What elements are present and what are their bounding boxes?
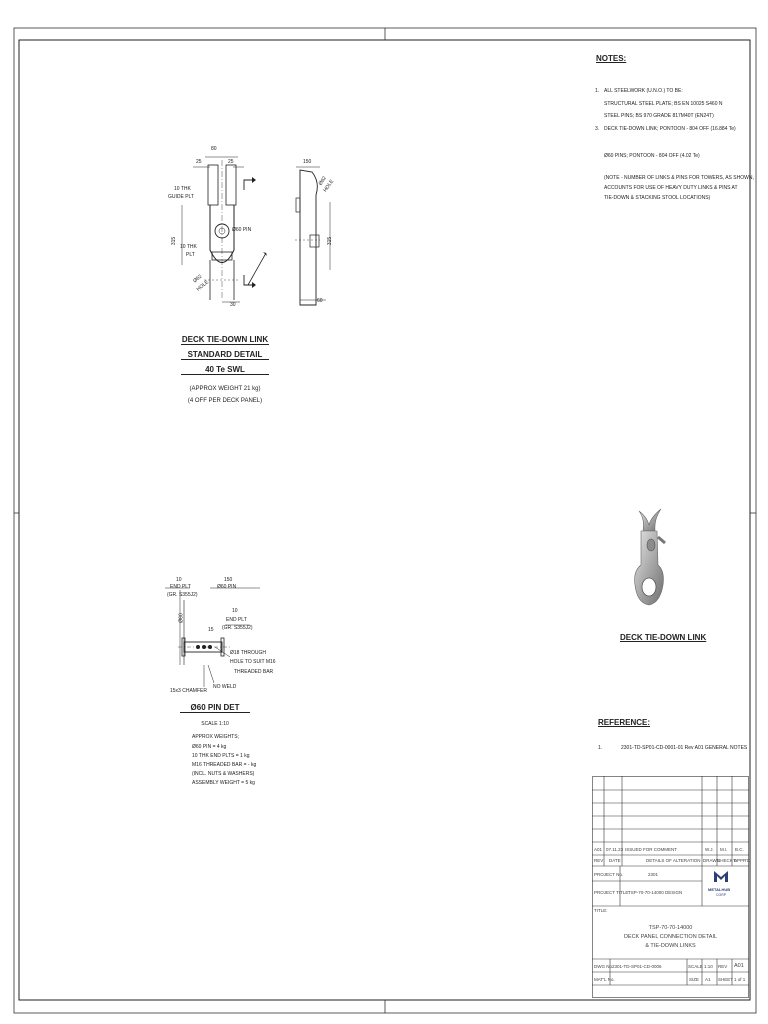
dim-315-right: 315 (327, 236, 334, 246)
size-value: A1 (705, 977, 711, 982)
pin-through-2: HOLE TO SUIT M16 (230, 659, 276, 665)
pin-through-3: THREADED BAR (234, 669, 274, 675)
note-1-line-1: ALL STEELWORK (U.N.O.) TO BE: (604, 88, 683, 94)
header-details: DETAILS OF ALTERATION (646, 858, 701, 863)
note-3-number: 3. (595, 126, 600, 132)
plt-label-2: PLT (186, 252, 195, 258)
pin-through-1: Ø18 THROUGH (230, 650, 267, 656)
note-1-line-3: STEEL PINS; BS 970 GRADE 817M40T (EN24T) (604, 113, 714, 119)
rev-drawn: W.J. (705, 847, 714, 852)
pin-title: Ø60 PIN DET (180, 703, 250, 713)
project-title-label: PROJECT TITLE: (594, 890, 630, 895)
dim-315-left: 315 (171, 236, 178, 246)
scale-label: SCALE (688, 964, 703, 969)
pin-no-weld: NO WELD (213, 684, 237, 690)
isometric-caption: DECK TIE-DOWN LINK (620, 633, 707, 642)
pin-end-plt-a-1: END PLT (170, 584, 191, 590)
dwg-no-label: DWG No. (594, 964, 614, 969)
pin-dim-60: Ø60 (178, 613, 185, 623)
reference-1-number: 1. (598, 745, 603, 751)
link-subtitle-weight: (APPROX WEIGHT 21 kg) (189, 386, 261, 392)
size-label: SIZE (689, 977, 700, 982)
tie-down-link-isometric (634, 508, 666, 606)
title-block-grid (592, 776, 749, 998)
title-label: TITLE: (594, 908, 608, 913)
mat-no-label: MAT'L No. (594, 977, 615, 982)
link-title-2: STANDARD DETAIL (181, 350, 269, 360)
dim-25-left: 25 (196, 159, 202, 165)
pin-dim-10-a: 10 (176, 577, 182, 583)
link-title-3: 40 Te SWL (181, 365, 269, 375)
guide-plt-label-2: GUIDE PLT (168, 194, 195, 200)
dim-30: 30 (230, 302, 236, 308)
pin-pin-label: Ø60 PIN (217, 584, 237, 590)
rev-box: A01 (734, 963, 744, 969)
header-approved: APPR'D (734, 858, 751, 863)
pin-end-plt-b-2: (GR. S355J2) (222, 625, 253, 631)
rev-checked: M.I. (720, 847, 728, 852)
drawing-title-3: & TIE-DOWN LINKS (645, 943, 696, 949)
pin-dim-150: 150 (224, 577, 233, 583)
note-3-line-2: Ø60 PINS; PONTOON - 804 OFF (4.02 Te) (604, 153, 700, 159)
note-1-line-2: STRUCTURAL STEEL PLATE; BS EN 10025 S460… (604, 101, 723, 107)
pin-weight-4: (INCL. NUTS & WASHERS) (192, 771, 255, 777)
pin-dim-15: 15 (208, 627, 214, 633)
note-3-line-4: ACCOUNTS FOR USE OF HEAVY DUTY LINKS & P… (604, 185, 738, 191)
sheet-value: 1 of 1 (734, 977, 746, 982)
logo-sub: CORP (716, 893, 727, 897)
plt-label-1: 10 THK (180, 244, 197, 250)
rev-description: ISSUED FOR COMMENT (625, 847, 678, 852)
drawing-title-1: TSP-70-70-14000 (648, 925, 693, 931)
guide-plt-label-1: 10 THK (174, 186, 191, 192)
pin-weights-heading: APPROX WEIGHTS; (192, 734, 239, 740)
header-date: DATE (609, 858, 621, 863)
pin-end-plt-a-2: (GR. S355J2) (167, 592, 198, 598)
pin-end-plt-b-1: END PLT (226, 617, 247, 623)
link-title-1: DECK TIE-DOWN LINK (181, 335, 269, 345)
tie-down-link-drawing (181, 156, 331, 306)
header-rev: REV (594, 858, 604, 863)
link-subtitle-count: (4 OFF PER DECK PANEL) (187, 398, 263, 404)
dim-150-side: 150 (303, 159, 312, 165)
metalhub-logo (714, 871, 728, 882)
drawing-title-2: DECK PANEL CONNECTION DETAIL (623, 934, 718, 940)
header-drawn: DRAWN (703, 858, 720, 863)
dim-60: 60 (317, 298, 323, 304)
sheet-label: SHEET (718, 977, 734, 982)
note-3-line-1: DECK TIE-DOWN LINK; PONTOON - 804 OFF (1… (604, 126, 736, 132)
rev-date: 07.11.23 (606, 847, 624, 852)
dim-80: 80 (211, 146, 217, 152)
pin-weight-2: 10 THK END PLTS = 1 kg (192, 753, 250, 759)
logo-name: METALHUB (708, 887, 731, 892)
dim-25-right: 25 (228, 159, 234, 165)
rev-approved: B.C. (735, 847, 744, 852)
pin-weight-1: Ø60 PIN = 4 kg (192, 744, 227, 750)
project-title: TSP-70-70-14000 DESIGN (628, 890, 683, 895)
rev-label: REV (718, 964, 728, 969)
dwg-no: 2301-TD-SP01-CD-0006 (612, 964, 662, 969)
scale-value: 1:10 (704, 964, 713, 969)
note-3-line-3: (NOTE - NUMBER OF LINKS & PINS FOR TOWER… (604, 175, 754, 181)
reference-heading: REFERENCE: (598, 718, 651, 727)
note-1-number: 1. (595, 88, 600, 94)
pin-detail-drawing (165, 587, 260, 687)
pin-chamfer: 15x3 CHAMFER (170, 688, 207, 694)
pin-weight-5: ASSEMBLY WEIGHT = 5 kg (192, 780, 255, 786)
pin-weight-3: M16 THREADED BAR = - kg (192, 762, 257, 768)
project-number: 2301 (648, 872, 659, 877)
pin-scale: SCALE 1:10 (201, 721, 229, 727)
pin-dim-10-b: 10 (232, 608, 238, 614)
pin-label: Ø60 PIN (232, 227, 252, 233)
reference-1-text: 2301-TD-SP01-CD-0001-01 Rev A01 GENERAL … (621, 745, 748, 751)
notes-heading: NOTES: (596, 54, 627, 63)
header-checked: CHECK'D (717, 858, 737, 863)
project-number-label: PROJECT No. (594, 872, 624, 877)
rev-value: A01 (594, 847, 603, 852)
note-3-line-5: TIE-DOWN & STACKING STOOL LOCATIONS) (604, 195, 711, 201)
